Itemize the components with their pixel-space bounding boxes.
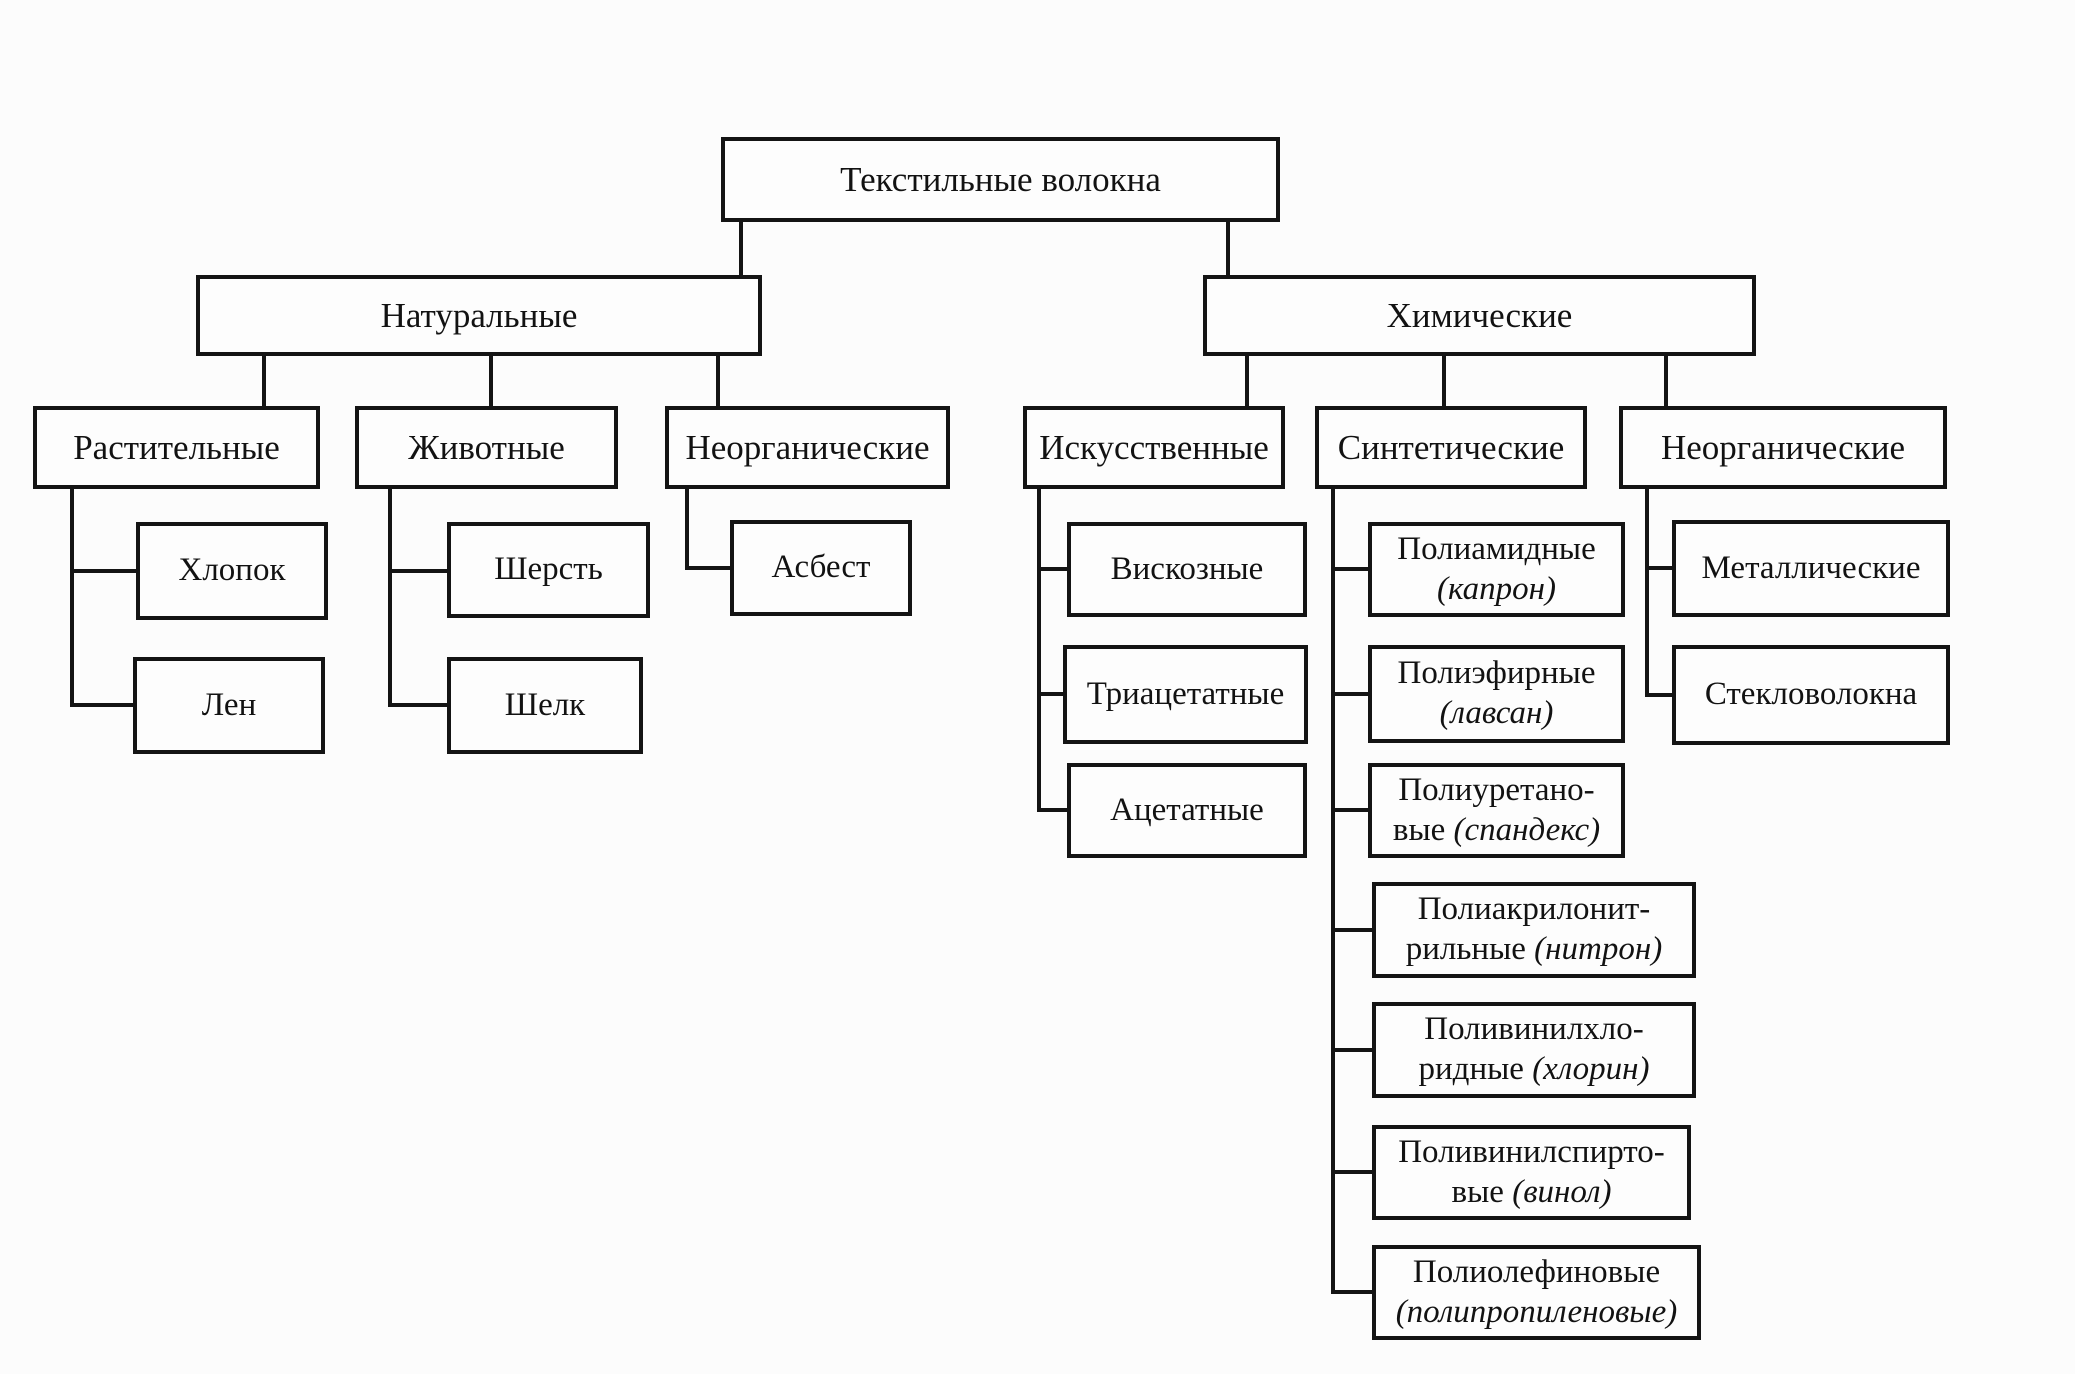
connector-natural-animal: [489, 355, 493, 407]
node-wool: Шерсть: [447, 522, 650, 618]
node-acetate: Ацетатные: [1067, 763, 1307, 858]
node-textile-fibers: Текстильные волокна: [721, 137, 1280, 222]
stub-acetate: [1037, 808, 1067, 812]
stub-triacetate: [1037, 692, 1063, 696]
stub-polyester: [1331, 692, 1368, 696]
node-metallic: Металлические: [1672, 520, 1950, 617]
connector-root-chemical: [1226, 221, 1230, 276]
stub-polyurethane: [1331, 808, 1368, 812]
connector-chemical-artificial: [1245, 355, 1249, 407]
node-synthetic: Синтетические: [1315, 406, 1587, 489]
spine-inorganic-natural: [685, 488, 689, 570]
node-polyurethane: Полиуретано-вые (спандекс): [1368, 763, 1625, 858]
spine-animal: [388, 488, 392, 707]
stub-metallic: [1645, 566, 1672, 570]
spine-synthetic: [1331, 488, 1335, 1294]
stub-viscose: [1037, 567, 1067, 571]
stub-polyolefin: [1331, 1290, 1372, 1294]
node-glass-fiber: Стекловолокна: [1672, 645, 1950, 745]
node-inorganic-natural: Неорганические: [665, 406, 950, 489]
stub-polyvinylalcohol: [1331, 1170, 1372, 1174]
node-artificial: Искусственные: [1023, 406, 1285, 489]
spine-artificial: [1037, 488, 1041, 812]
node-natural: Натуральные: [196, 275, 762, 356]
node-polyamide: Полиамидные(капрон): [1368, 522, 1625, 617]
node-polyolefin: Полиолефиновые(полипропиленовые): [1372, 1245, 1701, 1340]
stub-asbestos: [685, 566, 730, 570]
node-asbestos: Асбест: [730, 520, 912, 616]
stub-polyamide: [1331, 567, 1368, 571]
node-viscose: Вискозные: [1067, 522, 1307, 617]
spine-inorganic-chemical: [1645, 488, 1649, 697]
node-chemical: Химические: [1203, 275, 1756, 356]
connector-root-natural: [739, 221, 743, 276]
stub-polyacrylonitrile: [1331, 928, 1372, 932]
connector-chemical-inorganic: [1664, 355, 1668, 407]
node-polyvinylchloride: Поливинилхло-ридные (хлорин): [1372, 1002, 1696, 1098]
node-polyacrylonitrile: Полиакрилонит-рильные (нитрон): [1372, 882, 1696, 978]
node-inorganic-chemical: Неорганические: [1619, 406, 1947, 489]
node-polyvinylalcohol: Поливинилспирто-вые (винол): [1372, 1125, 1691, 1220]
node-triacetate: Триацетатные: [1063, 645, 1308, 744]
node-polyester: Полиэфирные(лавсан): [1368, 645, 1625, 743]
connector-natural-inorganic: [716, 355, 720, 407]
node-silk: Шелк: [447, 657, 643, 754]
stub-cotton: [70, 569, 136, 573]
stub-glass-fiber: [1645, 693, 1672, 697]
connector-chemical-synthetic: [1442, 355, 1446, 407]
stub-polyvinylchloride: [1331, 1048, 1372, 1052]
spine-plant: [70, 488, 74, 707]
node-plant: Растительные: [33, 406, 320, 489]
connector-natural-plant: [262, 355, 266, 407]
node-animal: Животные: [355, 406, 618, 489]
node-cotton: Хлопок: [136, 522, 328, 620]
stub-wool: [388, 569, 447, 573]
node-flax: Лен: [133, 657, 325, 754]
stub-flax: [70, 703, 133, 707]
stub-silk: [388, 703, 447, 707]
